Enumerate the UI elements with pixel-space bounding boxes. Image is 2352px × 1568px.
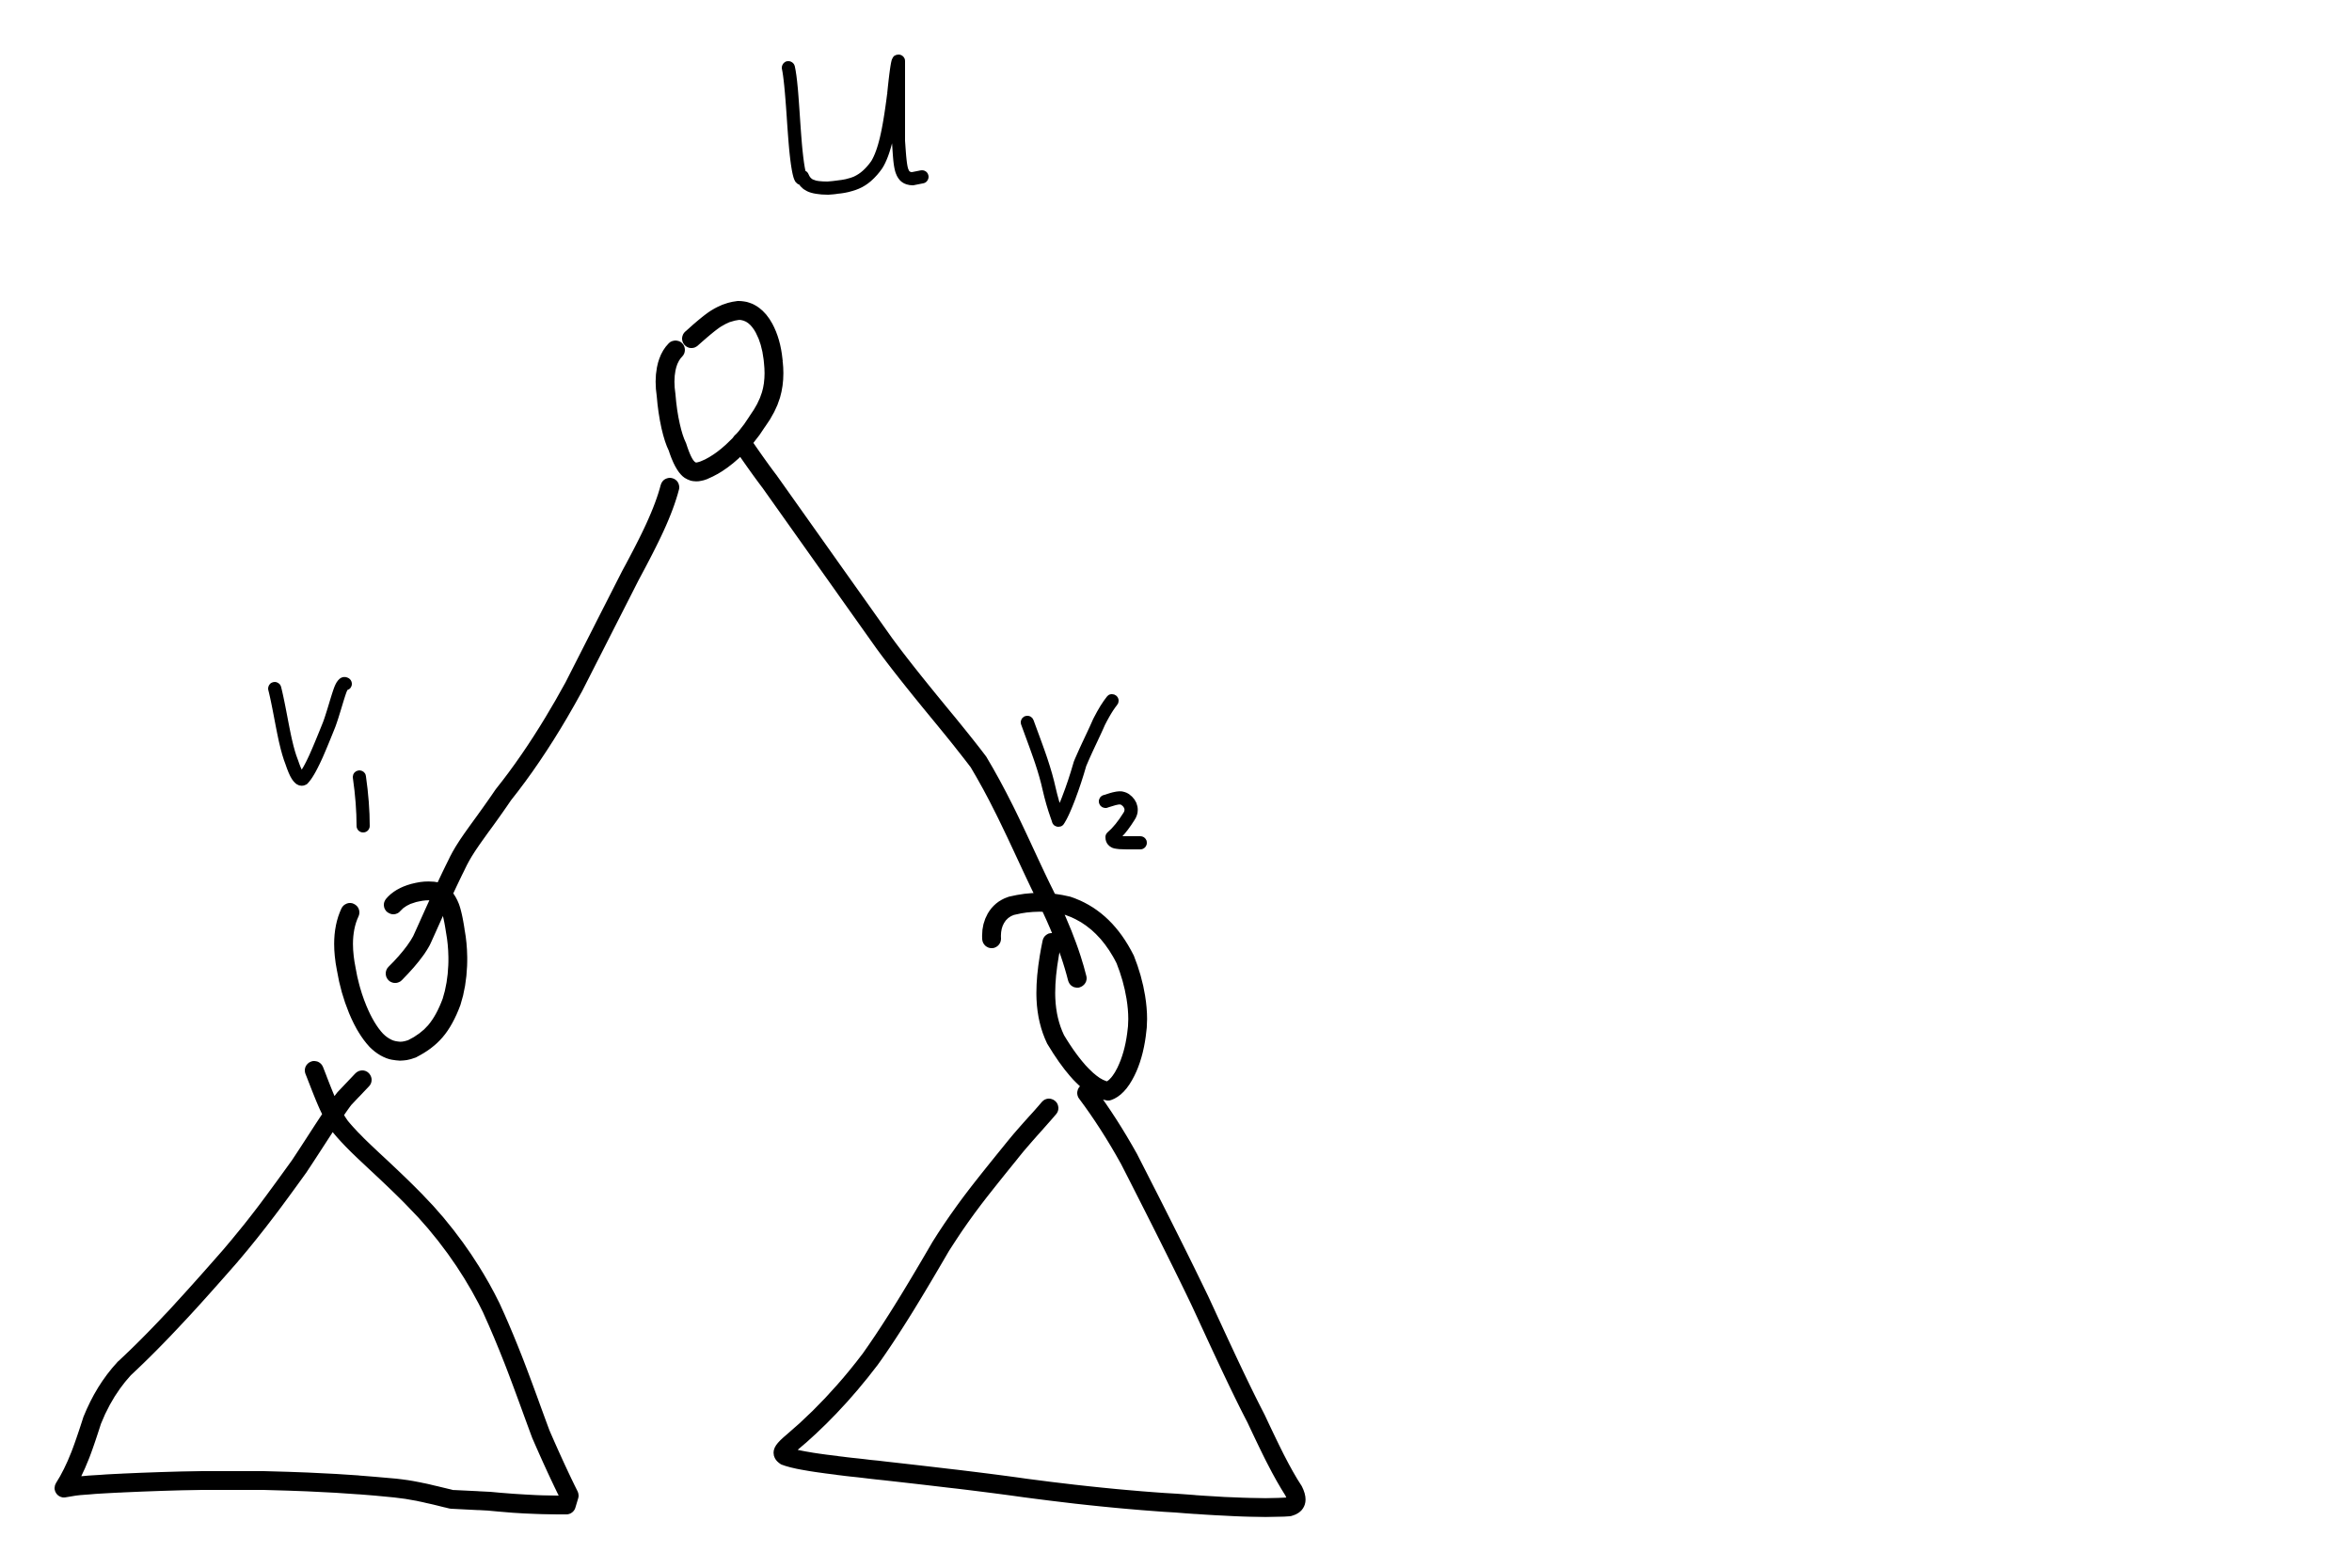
- subtree-v1: [55, 1061, 579, 1514]
- label-u: [782, 55, 929, 195]
- edge-u-v1: [386, 478, 679, 983]
- label-v1: [268, 677, 370, 832]
- node-v1: [334, 881, 468, 1061]
- label-v2: [1021, 694, 1147, 849]
- node-v2: [981, 893, 1148, 1101]
- subtree-v2: [773, 1084, 1306, 1517]
- node-u: [655, 301, 784, 482]
